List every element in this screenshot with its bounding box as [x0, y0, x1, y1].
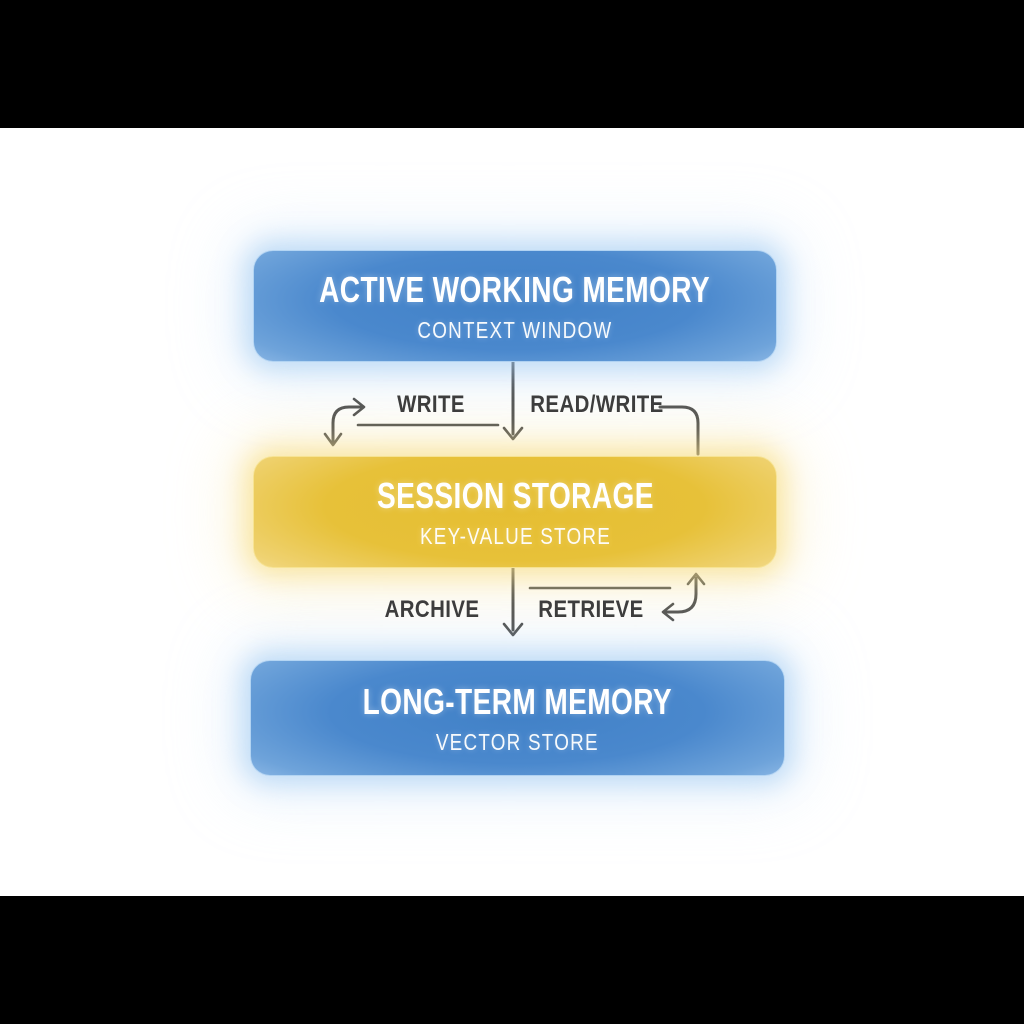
arrow-session-to-longterm [502, 566, 524, 637]
letterbox-bar-top [0, 0, 1024, 128]
arrow-awm-to-session [502, 359, 524, 441]
edge-label-read-write: READ/WRITE [530, 391, 664, 418]
node-active-working-memory: ACTIVE WORKING MEMORY CONTEXT WINDOW [253, 250, 777, 362]
edge-label-write: WRITE [397, 391, 465, 418]
node-long-term-memory: LONG-TERM MEMORY VECTOR STORE [250, 660, 785, 776]
readwrite-elbow [658, 405, 700, 456]
edge-label-retrieve: RETRIEVE [538, 596, 644, 623]
letterbox-bar-bottom [0, 896, 1024, 1024]
node-session-storage: SESSION STORAGE KEY-VALUE STORE [253, 456, 777, 568]
arrow-layer [323, 359, 706, 637]
node-title: SESSION STORAGE [376, 474, 654, 516]
node-title: ACTIVE WORKING MEMORY [319, 268, 711, 310]
node-title: LONG-TERM MEMORY [362, 680, 673, 722]
diagram-canvas: ACTIVE WORKING MEMORY CONTEXT WINDOW SES… [0, 128, 1024, 896]
node-subtitle: CONTEXT WINDOW [417, 316, 613, 343]
retrieve-loop-arrow [661, 572, 706, 622]
edge-label-archive: ARCHIVE [384, 596, 480, 623]
node-subtitle: KEY-VALUE STORE [419, 522, 611, 549]
node-subtitle: VECTOR STORE [436, 728, 599, 755]
write-loop-arrow [323, 397, 366, 447]
